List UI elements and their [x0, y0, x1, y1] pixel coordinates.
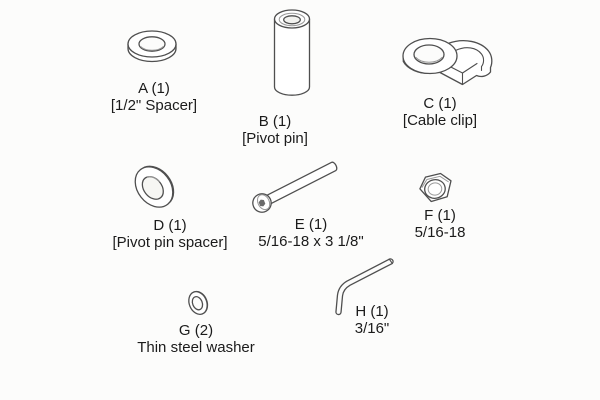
part-a-label: A (1) [1/2" Spacer]: [111, 80, 197, 114]
part-g-desc: Thin steel washer: [137, 339, 255, 356]
part-d-label: D (1) [Pivot pin spacer]: [112, 217, 227, 251]
part-a-id: A (1): [138, 80, 170, 97]
pivot-pin-icon: [273, 9, 311, 96]
cable-clip-icon: [402, 37, 493, 86]
part-b-id: B (1): [258, 113, 292, 130]
part-h-desc: 3/16": [354, 320, 390, 337]
button-head-bolt-icon: [252, 161, 338, 213]
part-d-id: D (1): [153, 217, 187, 234]
part-d-desc: [Pivot pin spacer]: [112, 234, 228, 251]
part-e-desc: 5/16-18 x 3 1/8": [258, 233, 364, 250]
part-h-label: H (1) 3/16": [355, 303, 390, 337]
pivot-pin-spacer-icon: [134, 165, 175, 208]
hex-key-icon: [335, 258, 394, 316]
part-e-label: E (1) 5/16-18 x 3 1/8": [258, 216, 363, 250]
part-c-desc: [Cable clip]: [402, 112, 478, 129]
part-h-id: H (1): [355, 303, 389, 320]
thin-washer-icon: [188, 290, 209, 315]
part-f-label: F (1) 5/16-18: [415, 207, 466, 241]
part-c-label: C (1) [Cable clip]: [403, 95, 477, 129]
part-f-id: F (1): [424, 207, 456, 224]
part-a-desc: [1/2" Spacer]: [110, 97, 198, 114]
part-c-id: C (1): [423, 95, 457, 112]
hex-nut-icon: [419, 172, 452, 203]
part-e-id: E (1): [294, 216, 328, 233]
part-b-desc: [Pivot pin]: [242, 130, 308, 147]
part-g-label: G (2) Thin steel washer: [137, 322, 255, 356]
part-b-label: B (1) [Pivot pin]: [242, 113, 308, 147]
part-f-desc: 5/16-18: [414, 224, 466, 241]
part-g-id: G (2): [178, 322, 214, 339]
flat-washer-icon: [127, 30, 177, 63]
